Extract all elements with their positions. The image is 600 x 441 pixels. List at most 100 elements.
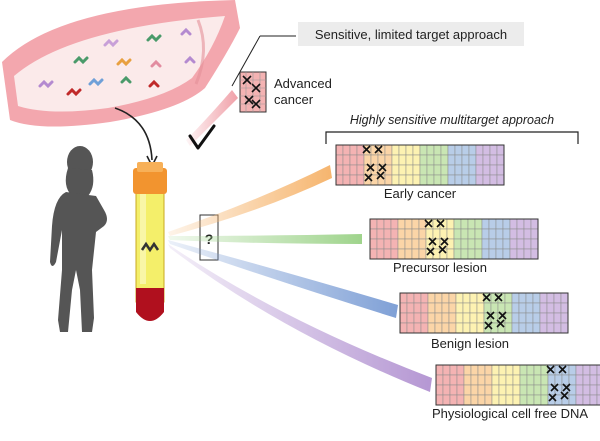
mutation-mark: [482, 293, 491, 302]
grid-cell: [390, 248, 399, 260]
grid-cell: [469, 312, 478, 324]
grid-cell: [434, 292, 443, 304]
flow-arrow: [114, 107, 153, 161]
grid-cell: [335, 154, 344, 166]
grid-cell: [533, 364, 542, 376]
grid-cell: [484, 374, 493, 386]
mutation-mark: [498, 311, 507, 320]
grid-cell: [475, 154, 484, 166]
grid-cell: [525, 292, 534, 304]
grid-cell: [463, 394, 472, 406]
grid-cell: [460, 218, 469, 230]
grid-cell: [498, 384, 507, 396]
grid-cell: [420, 322, 429, 334]
grid-cell: [447, 144, 456, 156]
grid-cell: [575, 364, 584, 376]
grid-cell: [553, 302, 562, 314]
grid-cell: [426, 144, 435, 156]
grid-cell: [505, 374, 514, 386]
grid-cell: [589, 374, 598, 386]
grid-cell: [369, 248, 378, 260]
grid-cell: [470, 394, 479, 406]
grid-cell: [376, 228, 385, 240]
grid-cell: [540, 374, 549, 386]
grid-cell: [560, 312, 569, 324]
grid-cell: [467, 218, 476, 230]
grid-cell: [575, 374, 584, 386]
grid-cell: [342, 174, 351, 186]
grid-cell: [356, 174, 365, 186]
grid-cell: [519, 364, 528, 376]
grid-cell: [540, 394, 549, 406]
blood-sample-tube: [133, 162, 167, 321]
grid-cell: [349, 174, 358, 186]
mutation-mark: [546, 365, 555, 374]
grid-cell: [399, 292, 408, 304]
grid-cell: [454, 144, 463, 156]
mutation-mark: [424, 219, 433, 228]
grid-cell: [390, 238, 399, 250]
grid-cell: [482, 144, 491, 156]
grid-cell: [468, 144, 477, 156]
grid-cell: [442, 374, 451, 386]
grid-cell: [440, 154, 449, 166]
grid-cell: [461, 174, 470, 186]
grid-cell: [433, 174, 442, 186]
grid-cell: [560, 322, 569, 334]
grid-cell: [476, 312, 485, 324]
grid-cell: [516, 228, 525, 240]
grid-cell: [554, 374, 563, 386]
grid-cell: [474, 238, 483, 250]
grid-cell: [434, 312, 443, 324]
grid-cell: [398, 144, 407, 156]
mutation-mark: [366, 163, 375, 172]
grid-cell: [383, 228, 392, 240]
grid-cell: [413, 322, 422, 334]
grid-cell: [453, 238, 462, 250]
grid-cell: [491, 394, 500, 406]
grid-cell: [418, 248, 427, 260]
grid-cell: [349, 164, 358, 176]
grid-cell: [383, 238, 392, 250]
mutation-mark: [440, 237, 449, 246]
grid-cell: [435, 394, 444, 406]
grid-cell: [390, 218, 399, 230]
grid-cell: [448, 302, 457, 314]
grid-cell: [460, 238, 469, 250]
grid-cell: [399, 322, 408, 334]
grid-cell: [456, 384, 465, 396]
mutation-mark: [496, 319, 505, 328]
grid-cell: [453, 248, 462, 260]
grid-cell: [488, 248, 497, 260]
grid-cell: [475, 164, 484, 176]
grid-border: [435, 364, 600, 406]
grid-cell: [496, 164, 505, 176]
grid-cell: [453, 228, 462, 240]
grid-cell: [533, 394, 542, 406]
grid-cell: [441, 322, 450, 334]
mutation-mark: [378, 163, 387, 172]
grid-cell: [474, 248, 483, 260]
grid-cell: [441, 292, 450, 304]
grid-cell: [447, 164, 456, 176]
grid-cell: [589, 384, 598, 396]
grid-cell: [453, 218, 462, 230]
grid-cell: [454, 164, 463, 176]
grid-cell: [370, 154, 379, 166]
grid-cell: [505, 394, 514, 406]
grid-cell: [461, 164, 470, 176]
grid-cell: [484, 384, 493, 396]
grid-cell: [449, 384, 458, 396]
grid-cell: [435, 364, 444, 376]
mutation-mark: [364, 173, 373, 182]
grid-cell: [596, 364, 600, 376]
mutation-mark: [486, 311, 495, 320]
grid-cell: [525, 312, 534, 324]
grid-cell: [518, 312, 527, 324]
grid-cell: [474, 228, 483, 240]
dna-fragments: [38, 27, 196, 97]
grid-cell: [411, 248, 420, 260]
grid-cell: [540, 384, 549, 396]
grid-cell: [456, 364, 465, 376]
